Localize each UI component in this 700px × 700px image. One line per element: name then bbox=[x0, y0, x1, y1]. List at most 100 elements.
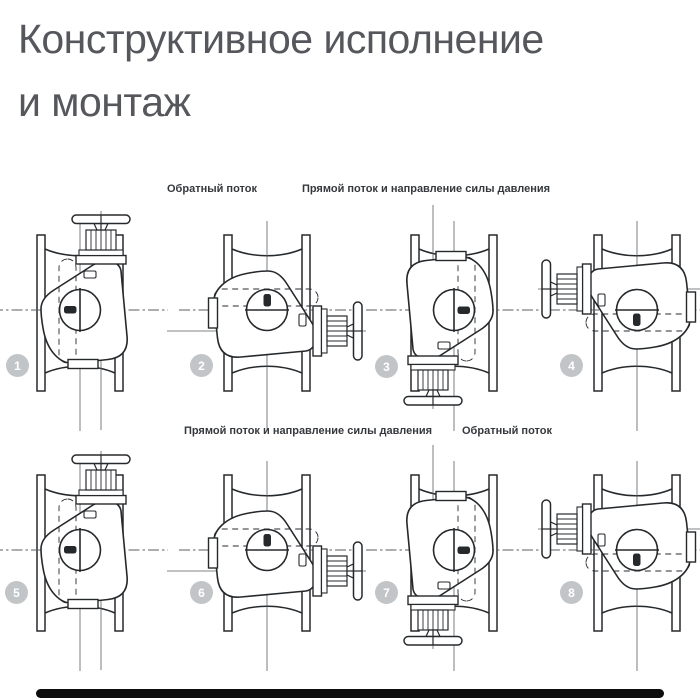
bonnet-plate bbox=[320, 308, 328, 354]
badge-number: 7 bbox=[383, 585, 390, 600]
diagram-number-badge: 1 bbox=[6, 354, 29, 377]
flow-marker bbox=[64, 546, 77, 554]
valve-drawing bbox=[366, 190, 542, 431]
flow-marker bbox=[457, 306, 470, 314]
valve-drawing bbox=[147, 461, 366, 671]
flow-label-direct-row1: Прямой поток и направление силы давления bbox=[301, 183, 551, 195]
bottom-lug bbox=[435, 490, 467, 502]
valve-drawing bbox=[147, 221, 366, 431]
yoke-ribs bbox=[327, 320, 347, 342]
diagram-number-badge: 4 bbox=[560, 354, 583, 377]
valve-drawing bbox=[0, 451, 168, 671]
flow-marker bbox=[633, 313, 641, 326]
flow-label-direct-row2: Прямой поток и направление силы давления bbox=[183, 425, 433, 437]
valve-assembly bbox=[538, 259, 700, 350]
valve-assembly bbox=[403, 190, 494, 409]
flow-marker bbox=[263, 294, 271, 307]
diagram-number-badge: 3 bbox=[375, 355, 398, 378]
bonnet-plate bbox=[576, 266, 584, 312]
yoke-ribs bbox=[557, 278, 577, 300]
valve-assembly bbox=[147, 510, 366, 601]
flow-label-reverse-row2: Обратный поток bbox=[462, 425, 552, 437]
diagram-number-badge: 8 bbox=[560, 581, 583, 604]
valve-diagram-8 bbox=[537, 445, 700, 685]
handwheel-assembly bbox=[312, 301, 363, 361]
badge-number: 4 bbox=[568, 358, 575, 373]
valve-assembly bbox=[147, 270, 366, 361]
badge-number: 2 bbox=[198, 358, 205, 373]
valve-diagram-7 bbox=[354, 430, 554, 685]
diagram-number-badge: 5 bbox=[5, 581, 28, 604]
valve-assembly bbox=[40, 451, 131, 670]
bonnet-flange bbox=[312, 305, 323, 357]
handwheel-assembly bbox=[71, 214, 131, 265]
bottom-lug bbox=[435, 250, 467, 262]
bonnet-flange bbox=[407, 595, 459, 606]
body-lug bbox=[597, 533, 606, 547]
handwheel-assembly bbox=[71, 454, 131, 505]
valve-assembly bbox=[40, 211, 131, 430]
valve-assembly bbox=[403, 430, 494, 649]
valve-diagram-3 bbox=[354, 190, 554, 445]
bottom-lug bbox=[207, 537, 219, 569]
bottom-progress-bar[interactable] bbox=[36, 689, 664, 698]
valve-diagram-6 bbox=[147, 445, 367, 685]
bonnet-plate bbox=[78, 249, 124, 257]
yoke-ribs bbox=[422, 610, 444, 630]
badge-number: 8 bbox=[568, 585, 575, 600]
bottom-lug bbox=[207, 297, 219, 329]
badge-number: 6 bbox=[198, 585, 205, 600]
handwheel-assembly bbox=[312, 541, 363, 601]
body-lug bbox=[437, 341, 451, 350]
bottom-lug bbox=[685, 531, 697, 563]
bonnet-flange bbox=[312, 545, 323, 597]
bonnet-plate bbox=[320, 548, 328, 594]
valve-drawing bbox=[366, 430, 542, 671]
flow-marker bbox=[633, 553, 641, 566]
bonnet-plate bbox=[576, 506, 584, 552]
valve-drawing bbox=[0, 211, 168, 431]
page-title-line1: Конструктивное исполнение bbox=[18, 16, 544, 62]
handwheel-assembly bbox=[403, 595, 463, 646]
yoke-ribs bbox=[327, 560, 347, 582]
valve-assembly bbox=[538, 499, 700, 590]
badge-number: 1 bbox=[14, 358, 21, 373]
body-lug bbox=[597, 293, 606, 307]
yoke-ribs bbox=[90, 230, 112, 250]
flow-marker bbox=[457, 546, 470, 554]
bottom-lug bbox=[67, 598, 99, 610]
flow-marker bbox=[64, 306, 77, 314]
valve-diagram-1 bbox=[0, 205, 180, 445]
body-lug bbox=[298, 313, 307, 327]
diagram-number-badge: 6 bbox=[190, 581, 213, 604]
handwheel-assembly bbox=[403, 355, 463, 406]
yoke-ribs bbox=[90, 470, 112, 490]
page-title: Конструктивное исполнение и монтаж bbox=[18, 8, 544, 134]
bonnet-plate bbox=[78, 489, 124, 497]
yoke-ribs bbox=[422, 370, 444, 390]
page-title-line2: и монтаж bbox=[18, 79, 191, 125]
badge-number: 3 bbox=[383, 359, 390, 374]
bonnet-flange bbox=[75, 254, 127, 265]
diagram-number-badge: 7 bbox=[375, 581, 398, 604]
bonnet-flange bbox=[75, 494, 127, 505]
bonnet-flange bbox=[407, 355, 459, 366]
valve-diagram-4 bbox=[537, 205, 700, 445]
flow-marker bbox=[263, 534, 271, 547]
handwheel-assembly bbox=[541, 259, 592, 319]
valve-diagram-2 bbox=[147, 205, 367, 445]
bottom-lug bbox=[67, 358, 99, 370]
bonnet-plate bbox=[410, 603, 456, 611]
body-lug bbox=[83, 510, 97, 519]
yoke-ribs bbox=[557, 518, 577, 540]
bottom-lug bbox=[685, 291, 697, 323]
bonnet-plate bbox=[410, 363, 456, 371]
bonnet-flange bbox=[581, 263, 592, 315]
body-lug bbox=[83, 270, 97, 279]
flow-label-reverse-row1: Обратный поток bbox=[167, 183, 257, 195]
body-lug bbox=[298, 553, 307, 567]
valve-drawing bbox=[538, 461, 700, 671]
body-lug bbox=[437, 581, 451, 590]
valve-diagram-5 bbox=[0, 445, 180, 685]
handwheel-assembly bbox=[541, 499, 592, 559]
